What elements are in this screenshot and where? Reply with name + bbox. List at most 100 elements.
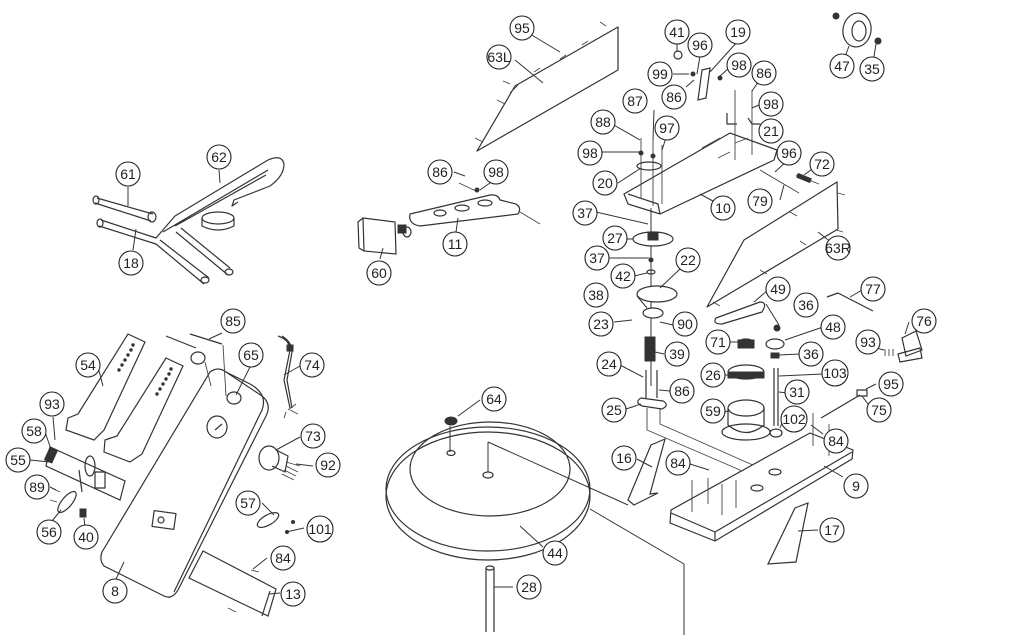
- callout-9: 9: [843, 473, 869, 499]
- callout-59: 59: [700, 398, 726, 424]
- callout-44: 44: [542, 540, 568, 566]
- callout-62-label: 62: [211, 149, 227, 165]
- callout-76: 76: [911, 308, 937, 334]
- callout-57-label: 57: [240, 495, 256, 511]
- callout-74-label: 74: [304, 357, 320, 373]
- part-61-grip-tube: [94, 197, 154, 222]
- callout-22: 22: [675, 247, 701, 273]
- callout-95: 95: [878, 371, 904, 397]
- callout-84-label: 84: [275, 550, 291, 566]
- callout-8-label: 8: [111, 583, 119, 599]
- callout-97-label: 97: [659, 120, 675, 136]
- callout-92: 92: [315, 452, 341, 478]
- callout-58: 58: [21, 418, 47, 444]
- callout-84-label: 84: [670, 455, 686, 471]
- callout-38: 38: [583, 282, 609, 308]
- callout-18-label: 18: [123, 255, 139, 271]
- callout-47: 47: [829, 53, 855, 79]
- callout-60-label: 60: [371, 265, 387, 281]
- callout-39-label: 39: [669, 346, 685, 362]
- callout-96-label: 96: [692, 37, 708, 53]
- callout-37: 37: [572, 200, 598, 226]
- callout-89: 89: [24, 474, 50, 500]
- callout-16-label: 16: [616, 450, 632, 466]
- callout-99: 99: [647, 61, 673, 87]
- part-16-front-leg: [627, 437, 666, 506]
- sensor-assembly: [820, 292, 923, 419]
- part-64-knob: [444, 416, 458, 426]
- callout-61-label: 61: [120, 166, 136, 182]
- callout-37-label: 37: [577, 205, 593, 221]
- callout-37: 37: [584, 245, 610, 271]
- callout-41-label: 41: [669, 24, 685, 40]
- callout-25-label: 25: [606, 402, 622, 418]
- callout-44-label: 44: [547, 545, 563, 561]
- callout-42: 42: [610, 263, 636, 289]
- part-62-bar: [162, 169, 269, 233]
- callout-59-label: 59: [705, 403, 721, 419]
- right-side-panel-assembly: [706, 181, 846, 308]
- callout-54-label: 54: [80, 357, 96, 373]
- callout-77-label: 77: [865, 281, 881, 297]
- callout-62: 62: [206, 144, 232, 170]
- callout-95-label: 95: [883, 376, 899, 392]
- callout-76-label: 76: [916, 313, 932, 329]
- callout-36: 36: [798, 341, 824, 367]
- upper-crank-assembly: [623, 50, 820, 215]
- callout-98: 98: [726, 52, 752, 78]
- part-13-bracket: [188, 550, 277, 617]
- callout-79-label: 79: [752, 193, 768, 209]
- callout-63R-label: 63R: [825, 240, 851, 256]
- callout-21-label: 21: [763, 123, 779, 139]
- part-19-slotted-bracket: [697, 67, 711, 101]
- part-38-hub: [642, 307, 664, 319]
- part-75-rod: [820, 394, 861, 419]
- callout-95-label: 95: [514, 20, 530, 36]
- callout-64: 64: [481, 386, 507, 412]
- callout-28: 28: [516, 574, 542, 600]
- callout-28-label: 28: [521, 579, 537, 595]
- callout-56: 56: [36, 519, 62, 545]
- callout-103-label: 103: [823, 365, 847, 381]
- left-side-panel-assembly: [357, 21, 619, 255]
- callout-27: 27: [602, 225, 628, 251]
- part-48-pulley: [765, 338, 785, 350]
- callout-86-label: 86: [674, 383, 690, 399]
- base-frame-assembly: [627, 413, 854, 565]
- part-60-foot-pedal: [362, 217, 397, 255]
- callout-93-label: 93: [860, 334, 876, 350]
- callout-88-label: 88: [595, 114, 611, 130]
- callout-10-label: 10: [715, 200, 731, 216]
- part-49-drive-belt: [714, 301, 766, 325]
- callout-8: 8: [102, 578, 128, 604]
- seat-assembly: [385, 416, 685, 635]
- callout-77: 77: [860, 276, 886, 302]
- callout-11: 11: [442, 231, 468, 257]
- callout-85-label: 85: [225, 313, 241, 329]
- part-73-tension-knob: [258, 445, 280, 471]
- callout-93: 93: [39, 391, 65, 417]
- callout-63L-label: 63L: [487, 49, 511, 65]
- callout-84: 84: [270, 545, 296, 571]
- callout-20: 20: [592, 170, 618, 196]
- callout-17: 17: [819, 517, 845, 543]
- callout-87-label: 87: [627, 93, 643, 109]
- handlebar-assembly: [92, 157, 285, 285]
- upright-frame-assembly: [43, 333, 301, 617]
- callout-35-label: 35: [864, 61, 880, 77]
- callout-61: 61: [115, 161, 141, 187]
- callout-98: 98: [758, 91, 784, 117]
- callout-17-label: 17: [824, 522, 840, 538]
- callout-92-label: 92: [320, 457, 336, 473]
- callout-86-label: 86: [432, 164, 448, 180]
- callout-56-label: 56: [41, 524, 57, 540]
- callout-95: 95: [509, 15, 535, 41]
- callout-11-label: 11: [448, 236, 463, 252]
- callout-41: 41: [664, 19, 690, 45]
- part-44-seat: [385, 431, 591, 561]
- callout-71-label: 71: [710, 334, 726, 350]
- callout-48: 48: [820, 314, 846, 340]
- callout-98: 98: [577, 140, 603, 166]
- callout-101-label: 101: [308, 521, 332, 537]
